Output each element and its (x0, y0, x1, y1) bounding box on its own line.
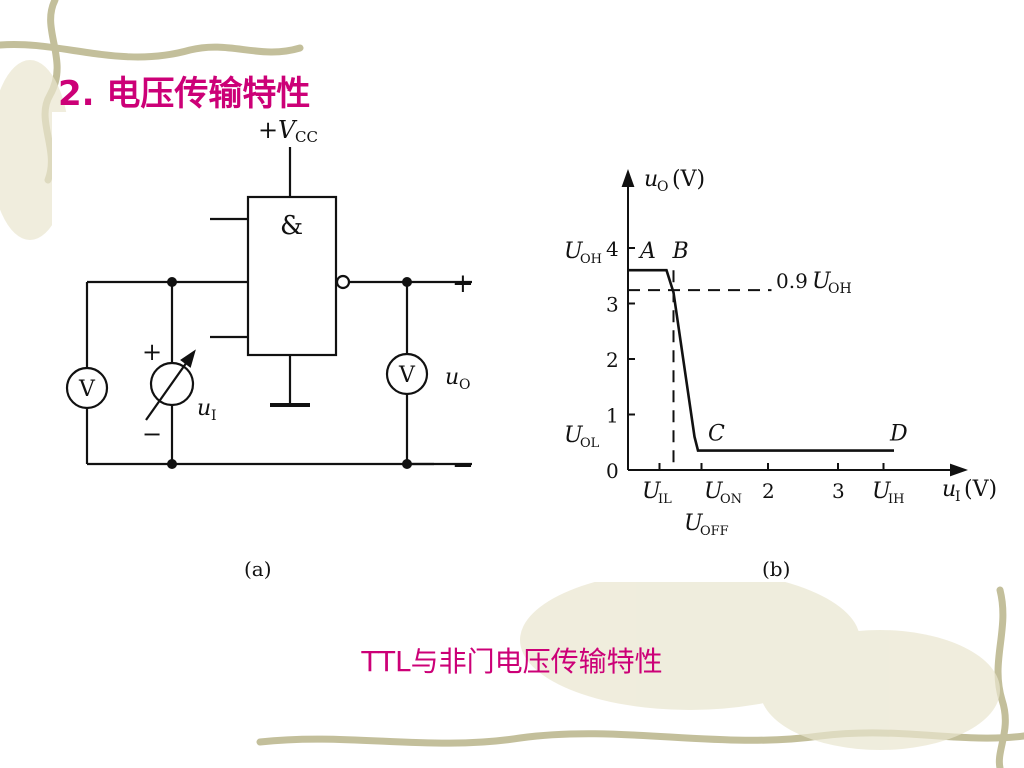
x-axis-arrow (950, 463, 968, 477)
right-meter-label: V (398, 363, 416, 388)
u-ol-var: U (564, 423, 584, 448)
input-plus-label: + (142, 338, 162, 366)
output-u-label: u (445, 365, 459, 390)
output-minus-label: − (452, 451, 474, 481)
ref-line-label-sub: OH (828, 281, 852, 297)
junction-dot (167, 277, 177, 287)
circuit-junctions (167, 277, 412, 469)
u-ih-sub: IH (888, 492, 904, 507)
y-axis-arrow (621, 169, 635, 187)
y-axis-sub: O (657, 179, 668, 195)
point-label-a: A (638, 239, 656, 264)
u-oh-var: U (564, 239, 584, 264)
x-tick-label: 3 (832, 479, 845, 503)
x-axis-var: u (942, 477, 956, 502)
nand-gate-body (246, 195, 338, 357)
slide-title: 2. 电压传输特性 (58, 74, 311, 114)
ttl-nand-test-circuit (65, 147, 472, 466)
source-arrow-head (180, 349, 196, 368)
gate-and-symbol: & (280, 211, 303, 241)
point-label-c: C (708, 422, 725, 447)
x-tick-label: 2 (762, 479, 775, 503)
figure-caption: TTL与非门电压传输特性 (361, 645, 663, 678)
input-u-label: u (197, 396, 211, 421)
circuit-and-chart-svg: + V CC & V V + − u I + − u O (a) 0 1 2 3 4 2 3… (65, 116, 997, 581)
u-on-var: U (704, 479, 724, 504)
vcc-sub: CC (295, 128, 318, 146)
figure-panel: + V CC & V V + − u I + − u O (a) 0 1 2 3 4 2 3… (52, 112, 997, 582)
transfer-curve (628, 268, 894, 452)
ref-line-label-var: U (812, 269, 832, 294)
u-ih-var: U (872, 479, 892, 504)
u-ol-sub: OL (580, 436, 600, 451)
input-minus-label: − (142, 420, 162, 448)
y-axis-unit: (V) (672, 167, 705, 192)
point-label-b: B (672, 239, 689, 264)
y-tick-label: 0 (606, 459, 619, 483)
x-axis-sub: I (955, 489, 961, 505)
vine-top (0, 40, 304, 61)
panel-label-b: (b) (762, 557, 790, 581)
ref-line-label-num: 0.9 (776, 269, 808, 293)
junction-dot (402, 459, 412, 469)
u-off-var: U (684, 511, 704, 536)
junction-dot (167, 459, 177, 469)
vcc-plus: + (258, 116, 278, 144)
point-label-d: D (889, 422, 908, 447)
y-tick-label: 1 (606, 404, 619, 428)
u-il-var: U (642, 479, 662, 504)
output-u-sub: O (459, 377, 470, 393)
output-plus-label: + (452, 269, 474, 299)
panel-label-a: (a) (244, 557, 272, 581)
u-off-sub: OFF (700, 524, 729, 539)
y-tick-label: 2 (606, 348, 619, 372)
vine-right (994, 586, 1009, 768)
junction-dot (402, 277, 412, 287)
y-tick-label: 4 (606, 237, 619, 261)
vcc-v: V (278, 116, 298, 144)
y-tick-label: 3 (606, 293, 619, 317)
x-axis-unit: (V) (964, 477, 996, 502)
gate-output-bubble (335, 274, 351, 290)
u-il-sub: IL (658, 492, 672, 507)
u-on-sub: ON (720, 492, 742, 507)
left-meter-label: V (78, 377, 96, 402)
u-oh-sub: OH (580, 252, 602, 267)
input-u-sub: I (211, 408, 217, 424)
leaf-shadow-3 (760, 630, 1000, 750)
y-axis-var: u (644, 167, 658, 192)
